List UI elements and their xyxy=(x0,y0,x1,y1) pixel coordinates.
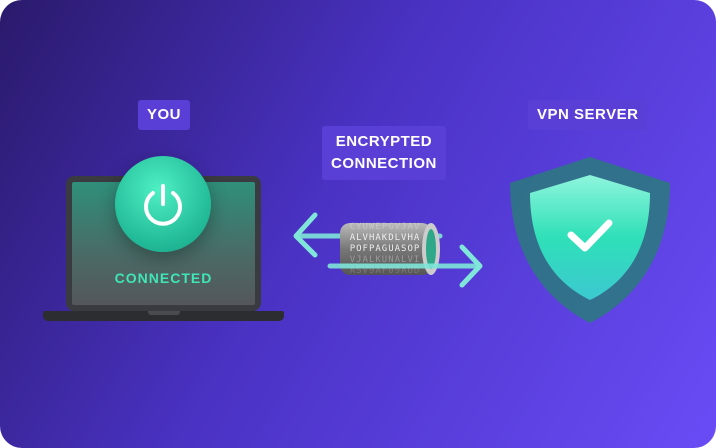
encrypted-tunnel xyxy=(293,212,483,288)
cipher-line: VJALKUNALVI xyxy=(349,255,421,265)
connected-status: CONNECTED xyxy=(114,270,213,286)
encrypted-connection-label: ENCRYPTED CONNECTION xyxy=(322,126,446,180)
encrypted-data-text: CYUWEPGVJAV ALVHAKDLVHA POFPAGUASOP VJAL… xyxy=(342,222,428,277)
arrow-right-icon xyxy=(327,244,483,288)
cipher-line: POFPAGUASOP xyxy=(349,244,421,254)
power-button[interactable] xyxy=(115,156,211,252)
checkmark-icon xyxy=(567,219,613,252)
encrypted-line: ENCRYPTED xyxy=(335,133,433,150)
shield-inner xyxy=(530,175,650,300)
connection-line: CONNECTION xyxy=(331,155,437,172)
cipher-line: ALVHAKDLVHA xyxy=(349,233,421,243)
cipher-line: CYUWEPGVJAV xyxy=(349,222,421,232)
laptop-notch xyxy=(148,311,180,315)
power-icon xyxy=(144,184,182,226)
vpn-shield xyxy=(510,157,670,323)
cipher-line: ASV9AF09AUD xyxy=(349,266,421,276)
tube-body xyxy=(340,223,432,275)
laptop-base xyxy=(43,311,284,321)
you-label: YOU xyxy=(138,100,191,130)
vpn-server-label: VPN SERVER xyxy=(528,100,648,130)
